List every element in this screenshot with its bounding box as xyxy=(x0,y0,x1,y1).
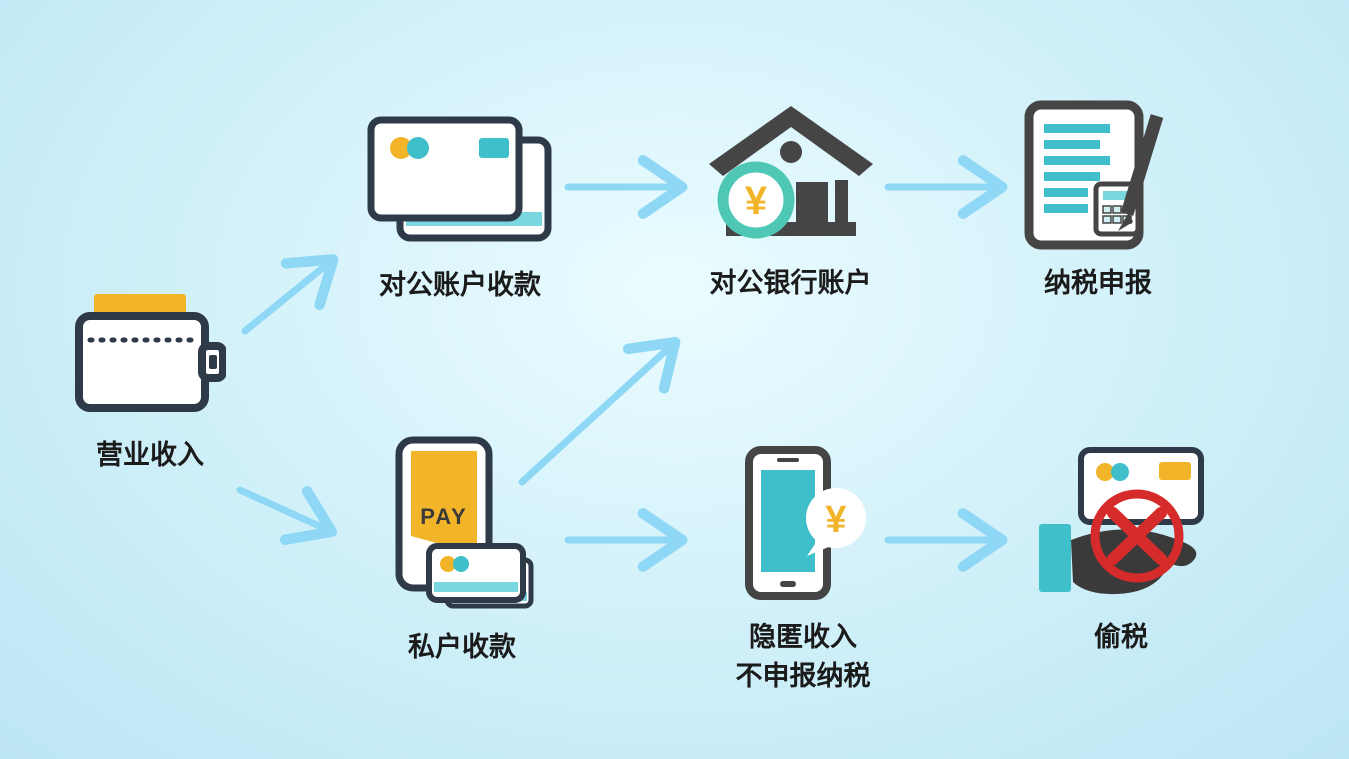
yuan-symbol: ¥ xyxy=(744,179,767,223)
wallet-clasp-button xyxy=(209,355,217,369)
bank-door xyxy=(795,182,828,224)
node-tax-declaration: 纳税申报 xyxy=(1003,100,1193,303)
red-circle xyxy=(1090,489,1184,583)
hidden-income-phone-icon: ¥ xyxy=(735,446,871,604)
phone-screen xyxy=(761,470,815,572)
pay-text: PAY xyxy=(420,504,468,529)
node-label: 隐匿收入 xyxy=(749,622,857,652)
document-line xyxy=(1044,156,1110,165)
wallet-body xyxy=(75,312,209,412)
node-tax-evasion: 偷税 xyxy=(1028,446,1214,657)
node-label: 偷税 xyxy=(1094,622,1148,652)
bank-roof xyxy=(708,106,873,176)
bank-right-wall xyxy=(834,180,848,222)
document-line xyxy=(1044,188,1088,197)
node-label: 私户收款 xyxy=(408,632,516,662)
yuan-bubble xyxy=(806,488,866,548)
yuan-symbol: ¥ xyxy=(825,499,846,541)
pen-tip xyxy=(1118,212,1133,231)
phone-home-button xyxy=(780,581,796,587)
node-corporate-bank-account: ¥ 对公银行账户 xyxy=(688,100,893,303)
front-card-stripe xyxy=(434,582,518,592)
phone-speaker xyxy=(777,458,799,462)
phone-screen xyxy=(411,451,477,554)
card-dot-teal xyxy=(407,137,429,159)
calculator-key xyxy=(1112,215,1122,224)
tax-evasion-icon xyxy=(1033,446,1209,604)
arrow-income-to-private-collection xyxy=(236,486,338,545)
calculator-key xyxy=(1102,215,1112,224)
document-line xyxy=(1044,124,1110,133)
card-dot-teal xyxy=(1111,463,1129,481)
card-dot-teal xyxy=(453,556,469,572)
node-hidden-income: ¥ 隐匿收入 不申报纳税 xyxy=(712,446,894,696)
calculator-key xyxy=(1112,205,1122,214)
bank-roof-dot xyxy=(779,141,802,163)
card-chip xyxy=(1159,462,1191,480)
hand xyxy=(1071,529,1197,595)
red-x-stroke xyxy=(1107,507,1167,565)
card-chip xyxy=(479,138,509,158)
arrow-income-to-corporate-collection xyxy=(241,254,339,335)
wallet-icon xyxy=(74,292,226,418)
bank-cards-icon xyxy=(367,116,553,252)
card-dot-yellow xyxy=(1096,463,1114,481)
node-private-collection: PAY 私户收款 xyxy=(378,436,546,667)
node-label: 对公银行账户 xyxy=(709,268,872,298)
node-corporate-collection: 对公账户收款 xyxy=(352,116,568,305)
node-label-line2: 不申报纳税 xyxy=(735,661,871,692)
card-dot-yellow xyxy=(440,556,456,572)
front-card xyxy=(367,116,523,222)
calculator-screen xyxy=(1103,191,1131,200)
yuan-badge xyxy=(717,161,794,239)
bank-building-icon: ¥ xyxy=(703,100,879,250)
node-business-income: 营业收入 xyxy=(45,292,255,475)
sleeve xyxy=(1039,524,1071,592)
document-line xyxy=(1044,172,1100,181)
document-line xyxy=(1044,140,1100,149)
mobile-pay-icon: PAY xyxy=(387,436,537,614)
node-label: 营业收入 xyxy=(96,440,204,470)
document-line xyxy=(1044,204,1088,213)
node-label: 对公账户收款 xyxy=(379,270,541,300)
tax-form-icon xyxy=(1020,100,1176,250)
pen-body xyxy=(1120,114,1164,216)
card-dot-yellow xyxy=(390,137,412,159)
calculator-key xyxy=(1102,205,1112,214)
node-label: 纳税申报 xyxy=(1044,268,1152,298)
